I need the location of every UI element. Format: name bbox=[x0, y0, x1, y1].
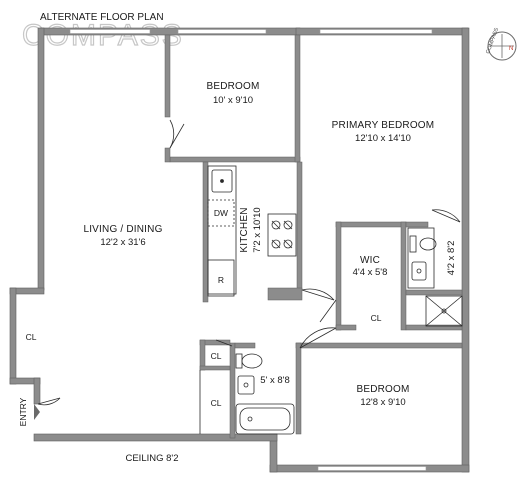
closet-label-lower: CL bbox=[211, 398, 222, 408]
interior-walls bbox=[164, 34, 463, 439]
refrigerator-label: R bbox=[218, 275, 224, 285]
bath-lower-dims: 5' x 8'8 bbox=[260, 375, 290, 386]
closet-label-entry: CL bbox=[26, 332, 37, 342]
compass-letters: COMPASS bbox=[485, 27, 500, 55]
bedroom-top-name: BEDROOM bbox=[206, 81, 259, 92]
living-dining-dims: 12'2 x 31'6 bbox=[100, 237, 145, 248]
closet-label-hall: CL bbox=[371, 313, 382, 323]
wic-name: WIC bbox=[360, 255, 380, 266]
living-dining-name: LIVING / DINING bbox=[83, 224, 162, 235]
windows bbox=[69, 29, 433, 471]
kitchen-name: KITCHEN bbox=[239, 207, 250, 252]
plan-title: ALTERNATE FLOOR PLAN bbox=[40, 12, 164, 23]
entry-label: ENTRY bbox=[18, 397, 28, 426]
kitchen-dims: 7'2 x 10'10 bbox=[252, 207, 263, 252]
north-label: N bbox=[509, 46, 513, 52]
doors bbox=[37, 119, 461, 406]
brand-watermark: COMPASS bbox=[22, 19, 184, 52]
bath-right-fixtures bbox=[407, 227, 463, 327]
bedroom-lower-name: BEDROOM bbox=[356, 384, 409, 395]
wic-dims: 4'4 x 5'8 bbox=[353, 267, 388, 278]
bath-lower-fixtures bbox=[235, 353, 295, 435]
bedroom-lower-dims: 12'8 x 9'10 bbox=[360, 397, 405, 408]
primary-bedroom-name: PRIMARY BEDROOM bbox=[332, 120, 435, 131]
bedroom-top-dims: 10' x 9'10 bbox=[213, 95, 253, 106]
kitchen-fixtures bbox=[207, 165, 297, 297]
bath-right-dims: 4'2 x 8'2 bbox=[446, 241, 457, 276]
dishwasher-label: DW bbox=[214, 208, 228, 218]
primary-bedroom-dims: 12'10 x 14'10 bbox=[355, 133, 411, 144]
compass-rose-icon: COMPASS N bbox=[485, 27, 517, 61]
closet-label-small: CL bbox=[211, 351, 222, 361]
ceiling-height-label: CEILING 8'2 bbox=[125, 453, 178, 464]
entry-arrow-icon bbox=[34, 404, 40, 420]
